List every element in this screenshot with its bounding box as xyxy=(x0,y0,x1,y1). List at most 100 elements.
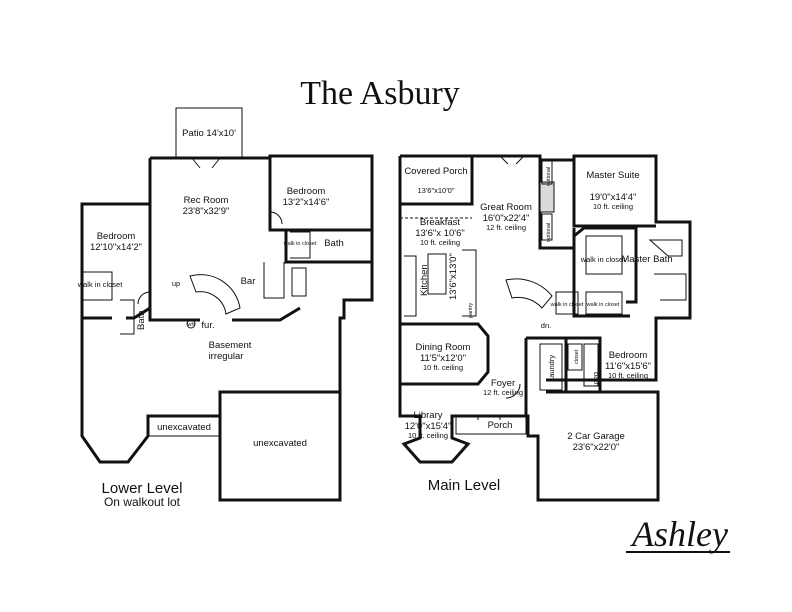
lower-bar-fixture xyxy=(291,267,307,297)
main-bedroom-note: 10 ft. ceiling xyxy=(608,371,648,380)
main-garage-name: 2 Car Garage xyxy=(567,431,625,442)
main-level-caption: Main Level xyxy=(428,477,501,494)
lower-stair-up-label: up xyxy=(172,279,180,288)
main-great-room-name: Great Room xyxy=(480,202,532,213)
main-master-bath-label: Master Bath xyxy=(621,254,672,265)
main-front-door xyxy=(505,383,521,399)
main-stair-dn-label: dn. xyxy=(541,321,551,330)
main-master-tub xyxy=(648,239,683,257)
main-porch-outline xyxy=(455,415,527,435)
lower-inner-wall-left xyxy=(82,204,152,320)
main-laundry-outline xyxy=(539,343,563,391)
main-kitchen-island xyxy=(427,253,447,295)
lower-bar-counter xyxy=(263,262,285,299)
lower-unexcavated-large-label: unexcavated xyxy=(253,438,307,449)
lower-level-caption: Lower Level xyxy=(102,480,183,497)
lower-wh-label: wh xyxy=(186,322,194,328)
main-breakfast-note: 10 ft. ceiling xyxy=(420,238,460,247)
main-foyer-name: Foyer xyxy=(491,378,515,389)
main-garage-size: 23'6"x22'0" xyxy=(573,442,620,453)
unexcavated-small-area xyxy=(147,415,221,437)
main-covered-porch-size: 13'6"x10'0" xyxy=(418,186,455,195)
main-optional-2-label: optional xyxy=(546,223,552,242)
main-master-suite-name: Master Suite xyxy=(586,170,639,181)
lower-rec-room-size: 23'8"x32'9" xyxy=(183,206,230,217)
main-bedroom-name: Bedroom xyxy=(609,350,648,361)
main-closet-a-label: walk in closet xyxy=(550,302,584,308)
lower-basement-note: irregular xyxy=(209,351,244,362)
lower-fur-label: fur. xyxy=(201,320,214,331)
lower-curved-stair xyxy=(189,274,241,315)
main-optional-1-label: optional xyxy=(546,167,552,186)
lower-rec-room-name: Rec Room xyxy=(184,195,229,206)
lower-bath-right-label: Bath xyxy=(324,238,344,249)
main-master-walls xyxy=(572,226,638,318)
lower-level-subcaption: On walkout lot xyxy=(104,495,181,509)
main-walk-in-closet-b xyxy=(585,291,623,315)
lower-left-closet xyxy=(82,271,113,301)
main-closet-label: closet xyxy=(574,349,580,364)
main-kitchen-pantry xyxy=(462,249,477,317)
main-bedroom-laundry-walls xyxy=(526,336,602,392)
main-walk-in-closet-a xyxy=(555,291,579,315)
main-breakfast-name: Breakfast xyxy=(420,217,460,228)
lower-basement-name: Basement xyxy=(209,340,252,351)
main-master-closet xyxy=(585,235,623,275)
lower-closet-right-label: walk in closet xyxy=(283,241,317,247)
main-outer-wall-left xyxy=(398,156,660,502)
lower-bedroom-left-name: Bedroom xyxy=(97,231,136,242)
lower-bedroom-right-size: 13'2"x14'6" xyxy=(283,197,330,208)
main-covered-porch-name: Covered Porch xyxy=(404,166,467,177)
main-bedroom-size: 11'6"x15'6" xyxy=(605,361,651,372)
main-porch-doors xyxy=(499,155,525,165)
main-optional-2-outline xyxy=(541,213,553,241)
ashley-logo: Ashley xyxy=(626,514,730,554)
main-foyer-note: 12 ft. ceiling xyxy=(483,388,523,397)
main-dining-note: 10 ft. ceiling xyxy=(423,363,463,372)
lower-unexcavated-small-label: unexcavated xyxy=(157,422,211,433)
lower-bedroom-right-name: Bedroom xyxy=(287,186,326,197)
main-master-closet-label: walk in closet xyxy=(580,255,627,264)
main-library-note: 10 ft. ceiling xyxy=(408,431,448,440)
water-heater-symbol xyxy=(186,319,196,329)
main-dining-name: Dining Room xyxy=(416,342,471,353)
lower-bedroom-left-size: 12'10"x14'2" xyxy=(90,242,142,253)
main-breakfast-size: 13'6"x 10'6" xyxy=(415,228,464,239)
lower-level-plan: Patio 14'x10' Rec Room 23'8"x32'9" Bedro… xyxy=(77,107,374,509)
lower-patio-doors xyxy=(191,157,221,169)
main-kitchen-size: 13'6"x13'0" xyxy=(448,253,459,300)
main-outer-wall-right xyxy=(400,154,692,382)
plan-title: The Asbury xyxy=(300,75,460,112)
lower-bedroom-left-door xyxy=(137,291,151,305)
main-master-suite-note: 10 ft. ceiling xyxy=(593,202,633,211)
main-library-name: Library xyxy=(413,410,442,421)
main-master-shower xyxy=(654,273,687,301)
main-porch-posts xyxy=(477,416,501,420)
main-bath-label: bath xyxy=(592,372,601,387)
lower-bar-label: Bar xyxy=(241,276,256,287)
lower-patio-label: Patio 14'x10' xyxy=(182,128,236,139)
main-dining-size: 11'5"x12'0" xyxy=(420,353,466,364)
lower-outer-wall-right xyxy=(150,154,374,502)
main-porch-label: Porch xyxy=(488,420,513,431)
main-covered-porch-wall xyxy=(400,156,474,206)
main-curved-stair xyxy=(505,278,553,309)
lower-bedroom-door xyxy=(269,211,283,225)
main-level-plan: Covered Porch 13'6"x10'0" Great Room 16'… xyxy=(398,154,692,502)
main-great-room-size: 16'0"x22'4" xyxy=(483,213,530,224)
main-laundry-label: Laundry xyxy=(547,355,556,382)
main-closet-b-label: walk in closet xyxy=(586,302,620,308)
main-great-room-note: 12 ft. ceiling xyxy=(486,223,526,232)
main-pantry-label: pantry xyxy=(468,302,474,318)
main-optional-1-outline xyxy=(541,159,553,185)
ashley-logo-text: Ashley xyxy=(630,514,728,554)
lower-right-closet xyxy=(290,231,311,259)
main-closet-outline xyxy=(567,343,583,371)
main-master-suite-size: 19'0"x14'4" xyxy=(590,192,637,203)
lower-left-bath xyxy=(120,299,135,335)
main-fireplace xyxy=(539,181,555,213)
lower-closet-left-label: walk in closet xyxy=(77,280,124,289)
main-kitchen-counter xyxy=(404,255,417,317)
main-dining-walls xyxy=(400,322,490,386)
